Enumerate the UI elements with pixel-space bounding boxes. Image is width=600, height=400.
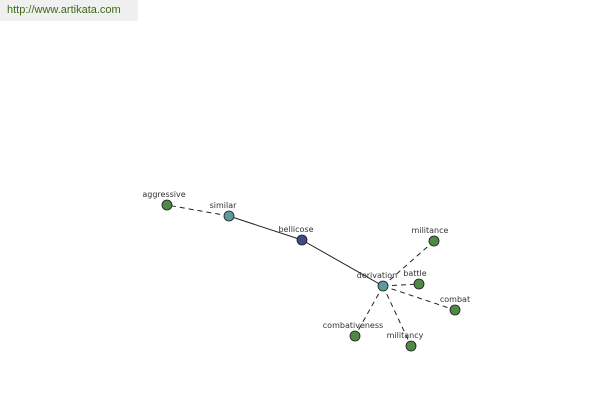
edge-derivation-battle <box>382 283 420 287</box>
node-label-battle[interactable]: battle <box>403 269 426 278</box>
edge-derivation-militance <box>382 240 435 287</box>
node-label-bellicose[interactable]: bellicose <box>278 225 313 234</box>
graph-nodes <box>161 199 461 352</box>
edge-bellicose-similar <box>228 215 303 241</box>
node-derivation[interactable] <box>377 280 389 292</box>
node-aggressive[interactable] <box>161 199 173 211</box>
node-label-similar[interactable]: similar <box>210 201 238 210</box>
node-label-militancy[interactable]: militancy <box>387 331 424 340</box>
watermark-url[interactable]: http://www.artikata.com <box>7 4 121 16</box>
node-battle[interactable] <box>413 278 425 290</box>
graph-edges <box>166 204 456 347</box>
node-label-derivation[interactable]: derivation <box>357 271 397 280</box>
node-label-militance[interactable]: militance <box>412 226 449 235</box>
edge-derivation-combativeness <box>354 285 384 337</box>
node-label-aggressive[interactable]: aggressive <box>142 190 185 199</box>
node-bellicose[interactable] <box>296 234 308 246</box>
watermark-banner: http://www.artikata.com <box>0 0 138 21</box>
node-militancy[interactable] <box>405 340 417 352</box>
node-combativeness[interactable] <box>349 330 361 342</box>
node-label-combat[interactable]: combat <box>440 295 470 304</box>
edge-derivation-combat <box>382 285 456 311</box>
node-similar[interactable] <box>223 210 235 222</box>
node-label-combativeness[interactable]: combativeness <box>323 321 383 330</box>
edge-derivation-militancy <box>382 285 412 347</box>
node-militance[interactable] <box>428 235 440 247</box>
edge-bellicose-derivation <box>301 239 384 287</box>
graph-labels: bellicose similar derivation aggressive mili… <box>142 190 470 340</box>
edge-similar-aggressive <box>166 204 230 217</box>
node-combat[interactable] <box>449 304 461 316</box>
